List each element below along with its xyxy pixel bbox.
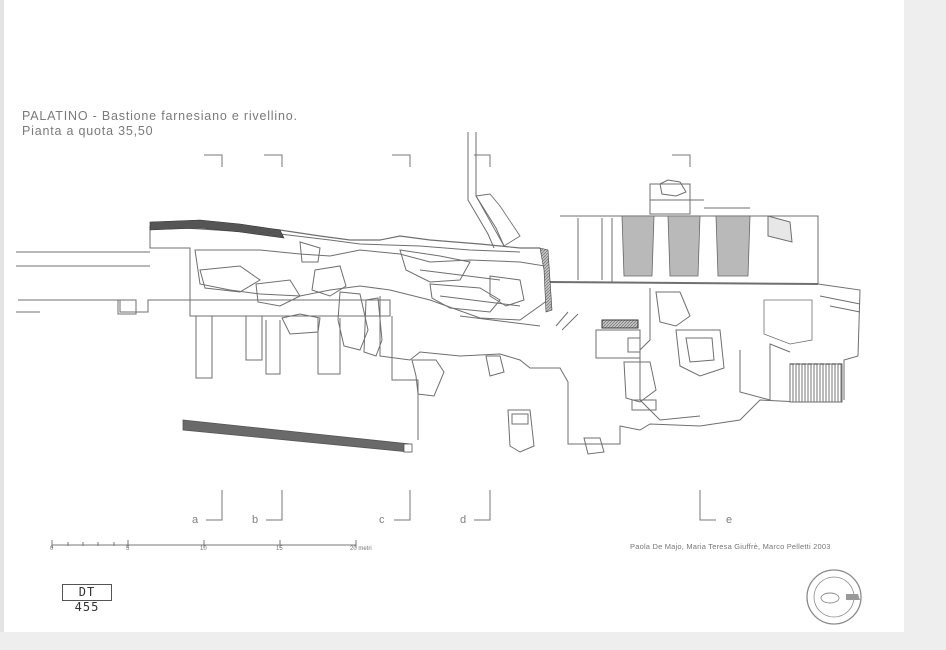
section-markers-top xyxy=(204,154,691,167)
sheet-code: DT 455 xyxy=(62,584,112,614)
scale-label-20: 20 metri xyxy=(350,546,372,552)
section-label-a: a xyxy=(192,514,199,526)
section-label-b: b xyxy=(252,514,259,526)
stamp-icon xyxy=(806,569,862,625)
title-line-2: Pianta a quota 35,50 xyxy=(22,124,154,138)
scale-label-10: 10 xyxy=(200,546,207,552)
scale-label-0: 0 xyxy=(50,546,54,552)
author-credits: Paola De Majo, Maria Teresa Giuffrè, Mar… xyxy=(630,542,831,551)
grey-piers xyxy=(621,215,751,277)
sheet-right-edge xyxy=(904,0,946,650)
section-label-c: c xyxy=(379,514,385,526)
sheet-bottom-edge xyxy=(0,632,946,650)
sheet-left-edge xyxy=(0,0,4,650)
title-line-1: PALATINO - Bastione farnesiano e rivelli… xyxy=(22,109,298,123)
plan-walls xyxy=(16,132,861,455)
section-label-d: d xyxy=(460,514,467,526)
drawing-title: PALATINO - Bastione farnesiano e rivelli… xyxy=(22,109,298,139)
section-markers-bottom xyxy=(206,490,716,521)
bastion-wall-band xyxy=(149,219,553,313)
metric-scale xyxy=(51,540,357,548)
section-label-e: e xyxy=(726,514,733,526)
scale-strip xyxy=(182,419,413,453)
scale-label-15: 15 xyxy=(276,546,283,552)
scale-label-5: 5 xyxy=(126,546,130,552)
